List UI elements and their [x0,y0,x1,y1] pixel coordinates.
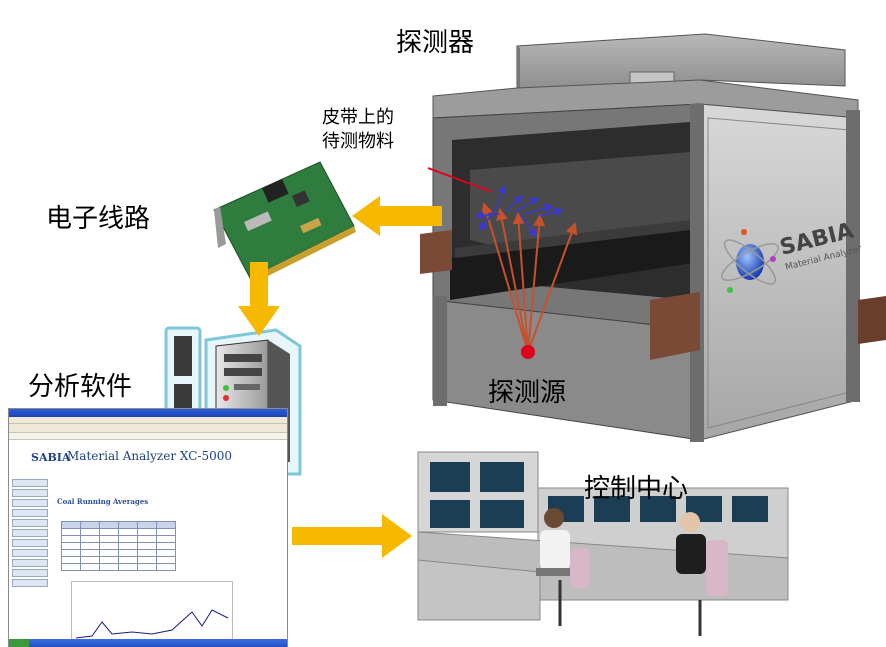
window-toolbar [9,424,287,433]
arrow-electronics-to-computer [238,262,280,336]
label-material-line2: 待测物料 [322,131,394,152]
label-source: 探测源 [488,378,567,408]
control-room [417,451,789,636]
flow-arrows [238,196,442,558]
label-software: 分析软件 [28,372,133,402]
analyzer-device [420,33,886,442]
window-titlebar [9,409,287,417]
screenshot-section-title: Coal Running Averages [57,497,149,506]
software-screenshot: SABIA Material Analyzer XC-5000 Coal Run… [8,408,288,647]
circuit-board [213,161,356,284]
screenshot-nav [12,479,48,639]
source-rays [481,202,578,353]
arrow-software-to-control [292,514,412,558]
label-control-center: 控制中心 [584,474,689,504]
screenshot-product: Material Analyzer XC-5000 [67,449,232,463]
arrow-device-to-electronics [352,196,442,236]
label-detector: 探测器 [396,28,475,58]
source-dot [521,345,535,359]
window-menubar [9,417,287,424]
screenshot-brand: SABIA [31,451,71,464]
screenshot-trend-chart [71,581,233,645]
scatter-rays [474,184,564,238]
label-electronics: 电子线路 [46,204,151,234]
window-taskbar [9,639,287,647]
window-address-bar [9,433,287,440]
label-material-line1: 皮带上的 [322,107,394,128]
screenshot-header: SABIA Material Analyzer XC-5000 [9,439,287,473]
material-pointer [427,167,493,193]
screenshot-table [61,521,176,571]
